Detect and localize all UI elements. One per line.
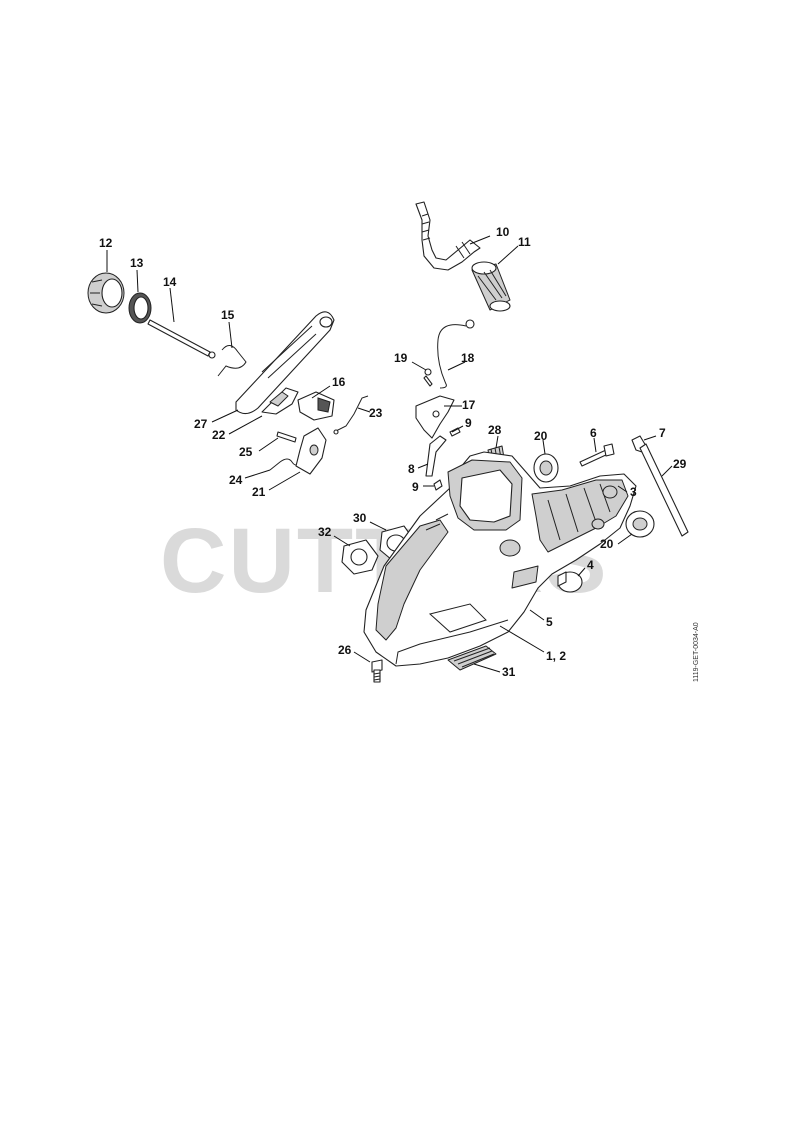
callout-16: 16 xyxy=(332,375,346,389)
callout-10: 10 xyxy=(496,225,510,239)
callout-9-upper: 9 xyxy=(465,416,472,430)
part-9-clip-upper xyxy=(449,427,461,437)
part-32-gasket xyxy=(341,539,379,575)
callout-31: 31 xyxy=(502,665,516,679)
callout-19: 19 xyxy=(394,351,408,365)
callout-32: 32 xyxy=(318,525,332,539)
callout-20-lower: 20 xyxy=(600,537,614,551)
part-29-rod xyxy=(639,443,689,537)
part-21-throttle-trigger xyxy=(295,427,327,475)
part-26-screw xyxy=(371,659,383,683)
part-11-fuel-filter xyxy=(471,261,511,312)
callout-1-2: 1, 2 xyxy=(546,649,566,663)
callout-labels: 12 13 14 15 27 22 16 23 25 24 21 10 11 1… xyxy=(99,225,687,679)
callout-30: 30 xyxy=(353,511,367,525)
part-23-throttle-rod xyxy=(333,395,369,435)
callout-13: 13 xyxy=(130,256,144,270)
part-16-interlock-lever xyxy=(297,391,335,421)
part-20-av-buffer-lower xyxy=(625,510,655,538)
callout-27: 27 xyxy=(194,417,208,431)
leader-lines xyxy=(106,235,673,673)
callout-5: 5 xyxy=(546,615,553,629)
callout-14: 14 xyxy=(163,275,177,289)
part-8-tube xyxy=(425,435,447,477)
part-20-av-buffer-upper xyxy=(533,453,559,483)
part-10-fuel-hose xyxy=(415,201,481,271)
callout-18: 18 xyxy=(461,351,475,365)
callout-17: 17 xyxy=(462,398,476,412)
part-4-plug xyxy=(557,571,583,593)
part-15-spring-clip xyxy=(217,345,247,377)
part-12-filler-cap xyxy=(87,272,125,314)
callout-21: 21 xyxy=(252,485,266,499)
callout-28: 28 xyxy=(488,423,502,437)
callout-3: 3 xyxy=(630,485,637,499)
part-13-seal-ring xyxy=(128,292,152,324)
part-27-handle-cover xyxy=(235,311,335,415)
callout-12: 12 xyxy=(99,236,113,250)
part-6-screw xyxy=(579,443,615,467)
callout-11: 11 xyxy=(518,235,531,249)
part-25-pin xyxy=(276,431,297,443)
part-31-pad xyxy=(447,645,497,671)
callout-6: 6 xyxy=(590,426,597,440)
part-17-bracket xyxy=(415,395,455,439)
part-14-pin xyxy=(147,319,216,359)
callout-4: 4 xyxy=(587,558,594,572)
callout-25: 25 xyxy=(239,445,253,459)
part-22-trigger xyxy=(261,387,299,415)
callout-9-lower: 9 xyxy=(412,480,419,494)
callout-7: 7 xyxy=(659,426,666,440)
callout-22: 22 xyxy=(212,428,226,442)
drawing-code: 1119-GET-0034-A0 xyxy=(693,622,700,682)
callout-24: 24 xyxy=(229,473,243,487)
part-1-2-housing xyxy=(363,451,637,667)
callout-26: 26 xyxy=(338,643,352,657)
callout-20-upper: 20 xyxy=(534,429,548,443)
callout-15: 15 xyxy=(221,308,235,322)
callout-23: 23 xyxy=(369,406,383,420)
part-18-wire xyxy=(437,319,475,389)
callout-8: 8 xyxy=(408,462,415,476)
part-9-clip-lower xyxy=(433,479,443,491)
part-19-screw xyxy=(423,368,433,387)
callout-29: 29 xyxy=(673,457,687,471)
